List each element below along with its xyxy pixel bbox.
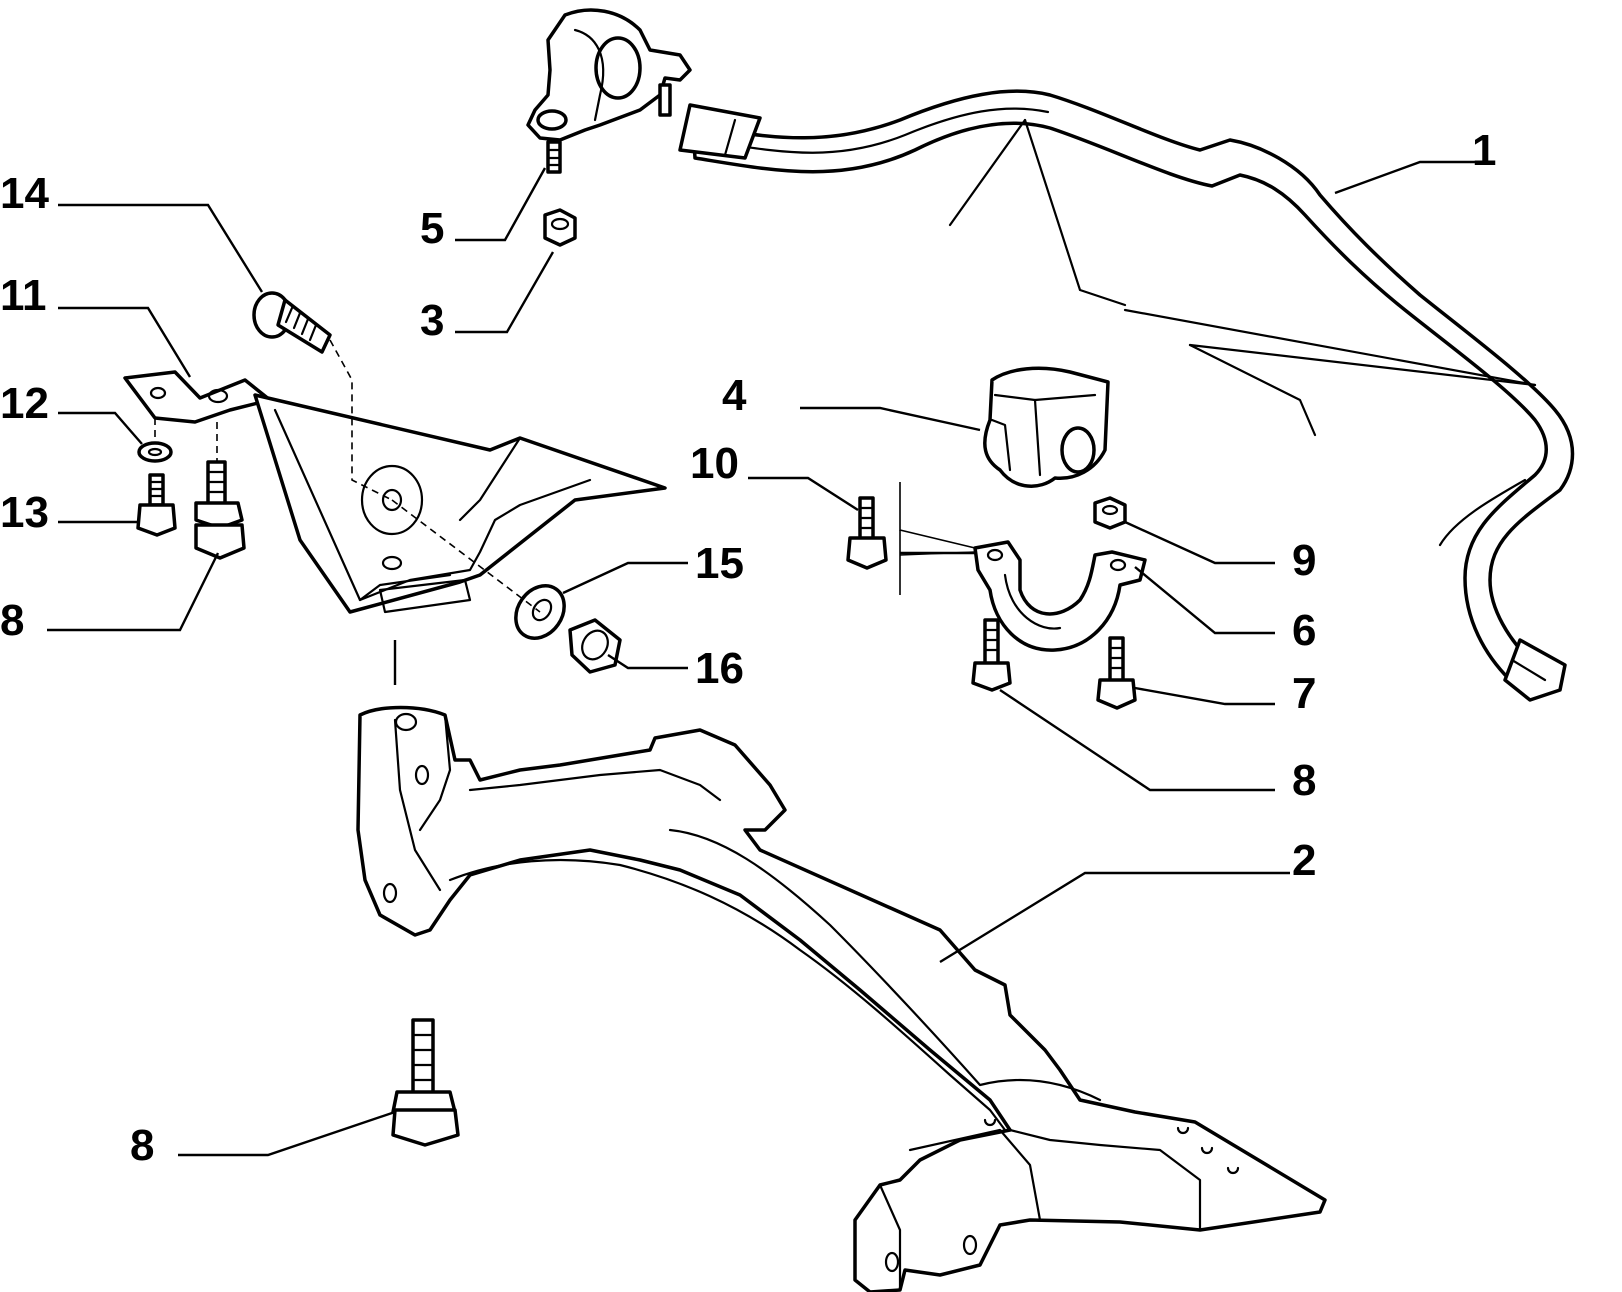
- callout-14: 14: [0, 169, 49, 218]
- callout-15: 15: [695, 539, 744, 588]
- callout-7: 7: [1292, 669, 1316, 718]
- callout-8-bottom: 8: [130, 1121, 154, 1170]
- callout-13: 13: [0, 488, 49, 537]
- callout-11: 11: [0, 271, 47, 320]
- screw-8-mid: [971, 618, 1012, 692]
- stabilizer-bar: [678, 89, 1575, 702]
- callouts: 1 2 3 4 5 6 7 8 8 8 9 10 11 12 13 14 15 …: [0, 126, 1496, 1170]
- assembly-lines: [154, 339, 976, 685]
- callout-4: 4: [722, 371, 747, 420]
- crossmember-2: [356, 705, 1327, 1292]
- callout-8-left: 8: [0, 596, 24, 645]
- callout-9: 9: [1292, 536, 1316, 585]
- screw-10: [846, 496, 888, 570]
- bolt-14: [252, 291, 332, 354]
- nut-16: [568, 618, 622, 674]
- callout-5: 5: [420, 204, 444, 253]
- nut-3: [543, 208, 577, 247]
- bolt-8-left: [194, 460, 246, 560]
- bolt-13: [136, 473, 177, 537]
- bushing-4: [983, 366, 1110, 488]
- bolt-8-bottom: [391, 1018, 460, 1147]
- callout-6: 6: [1292, 606, 1316, 655]
- washer-12: [137, 441, 173, 463]
- mounting-bracket: [253, 393, 667, 614]
- callout-1: 1: [1472, 126, 1496, 175]
- callout-12: 12: [0, 379, 49, 428]
- callout-10: 10: [690, 439, 739, 488]
- bracket-11: [123, 370, 272, 424]
- stabilizer-clamp: [526, 8, 692, 174]
- callout-2: 2: [1292, 836, 1316, 885]
- clamp-6: [973, 540, 1147, 652]
- callout-8-mid: 8: [1292, 756, 1316, 805]
- callout-16: 16: [695, 644, 744, 693]
- leader-lines: [47, 160, 1484, 1157]
- nut-9: [1093, 496, 1127, 530]
- callout-3: 3: [420, 296, 444, 345]
- screw-7: [1096, 636, 1137, 710]
